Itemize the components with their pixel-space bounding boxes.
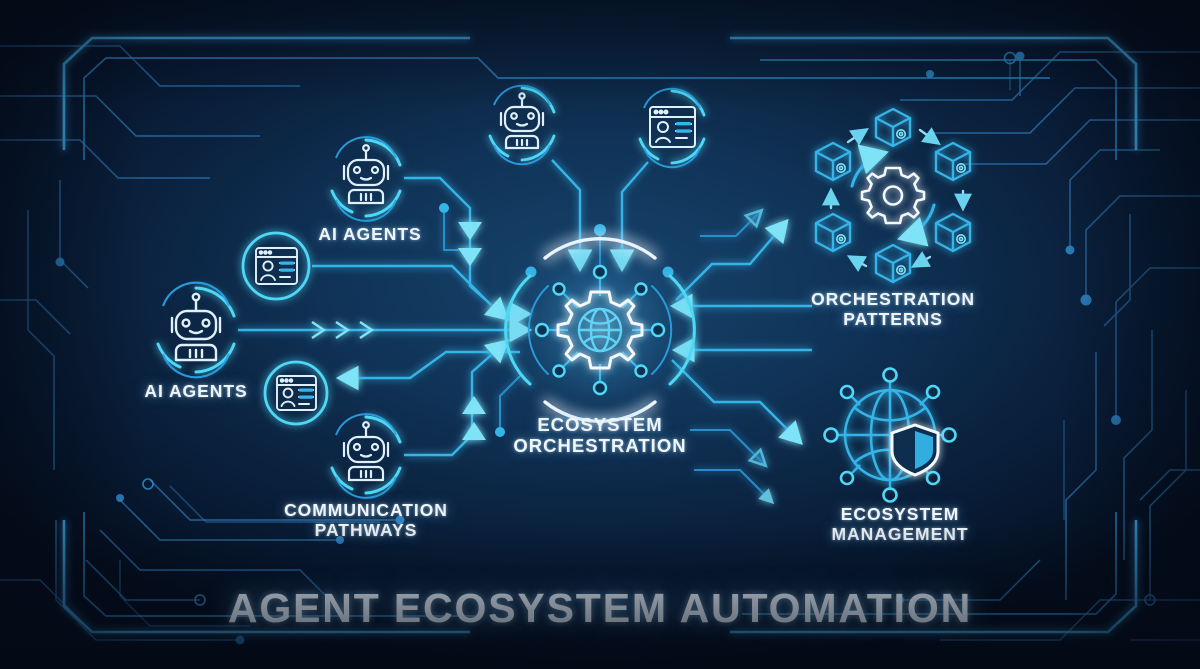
satellite-profile-card-mid-left-profile-card-icon[interactable] — [241, 231, 311, 301]
node-orchestration-patterns-cube-cycle-icon[interactable] — [814, 107, 972, 284]
node-ai-agents-left-robot-icon[interactable] — [156, 281, 236, 379]
flow-hub-to-orchestration — [675, 218, 789, 301]
satellite-robot-top-left-robot-icon[interactable] — [488, 84, 556, 166]
triple-chevron-marker — [311, 321, 375, 339]
chevron-pair-marker — [458, 222, 482, 266]
hub-icon-gear-globe-network-icon[interactable] — [502, 232, 698, 428]
satellite-profile-card-lower-left-profile-card-icon[interactable] — [263, 360, 329, 426]
node-ecosystem-management-globe-shield-icon[interactable] — [823, 367, 957, 503]
flow-hub-to-profile-lower — [335, 350, 520, 391]
flow-hub-to-management — [671, 359, 803, 445]
page-title: AGENT ECOSYSTEM AUTOMATION — [227, 585, 973, 631]
node-communication-pathways-robot-icon[interactable] — [330, 413, 402, 499]
flow-upper-agents-to-hub — [404, 176, 510, 321]
node-ai-agents-upper-robot-icon[interactable] — [330, 136, 402, 222]
satellite-profile-card-top-right-profile-card-icon[interactable] — [638, 87, 706, 169]
